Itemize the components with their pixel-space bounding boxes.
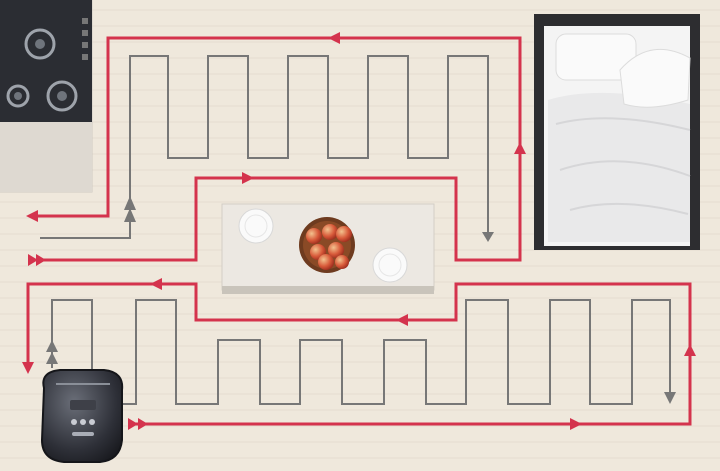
- red-arrow-icons: [22, 32, 696, 430]
- cooktop-icon: [0, 0, 92, 122]
- plate-icon: [238, 208, 274, 244]
- bed-icon: [534, 14, 700, 250]
- pillow-icon: [619, 48, 691, 108]
- grey-arrow-icons: [46, 196, 676, 404]
- robot-vacuum-icon: [40, 369, 124, 463]
- grey-cleaning-path: [40, 55, 671, 405]
- fruit-bowl-icon: [299, 217, 355, 273]
- red-cleaning-path: [26, 36, 692, 426]
- plate-icon: [372, 247, 408, 283]
